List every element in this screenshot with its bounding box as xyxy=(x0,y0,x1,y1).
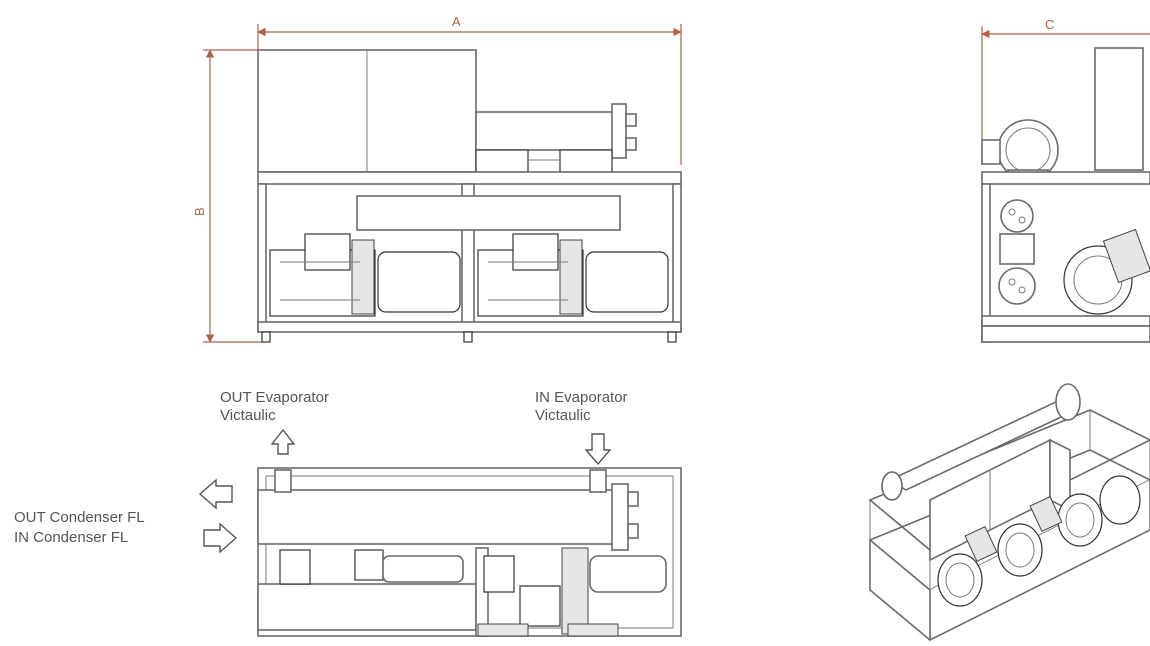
dimension-a: A xyxy=(257,14,682,165)
out-condenser-label: OUT Condenser FL xyxy=(14,509,145,526)
dimension-c-label: C xyxy=(1045,17,1054,32)
in-condenser-label: IN Condenser FL xyxy=(14,529,128,546)
condenser xyxy=(356,195,621,231)
out-evaporator-label: OUT Evaporator xyxy=(220,389,329,406)
compressor-1 xyxy=(269,233,461,317)
side-view: C xyxy=(981,17,1150,343)
heat-exchanger xyxy=(475,111,617,151)
side-cabinet xyxy=(1094,47,1144,171)
base-frame-top xyxy=(257,171,682,185)
in-evaporator-type: Victaulic xyxy=(535,407,591,424)
dimension-b: B xyxy=(192,49,265,343)
in-evaporator-arrow-icon xyxy=(584,433,612,466)
dimension-a-label: A xyxy=(452,14,461,29)
top-view xyxy=(257,467,682,637)
dimension-b-label: B xyxy=(192,207,207,216)
isometric-view xyxy=(868,383,1150,642)
out-evaporator-type: Victaulic xyxy=(220,407,276,424)
connection-labels: OUT Evaporator Victaulic IN Evaporator V… xyxy=(14,389,628,546)
top-heat-exchanger xyxy=(257,489,617,545)
in-evaporator-label: IN Evaporator xyxy=(535,389,628,406)
out-condenser-arrow-icon xyxy=(198,478,233,510)
compressor-2 xyxy=(477,233,669,317)
flow-arrows xyxy=(198,428,612,554)
out-evaporator-arrow-icon xyxy=(270,428,296,455)
in-condenser-arrow-icon xyxy=(203,522,238,554)
front-view: A B xyxy=(192,14,682,343)
